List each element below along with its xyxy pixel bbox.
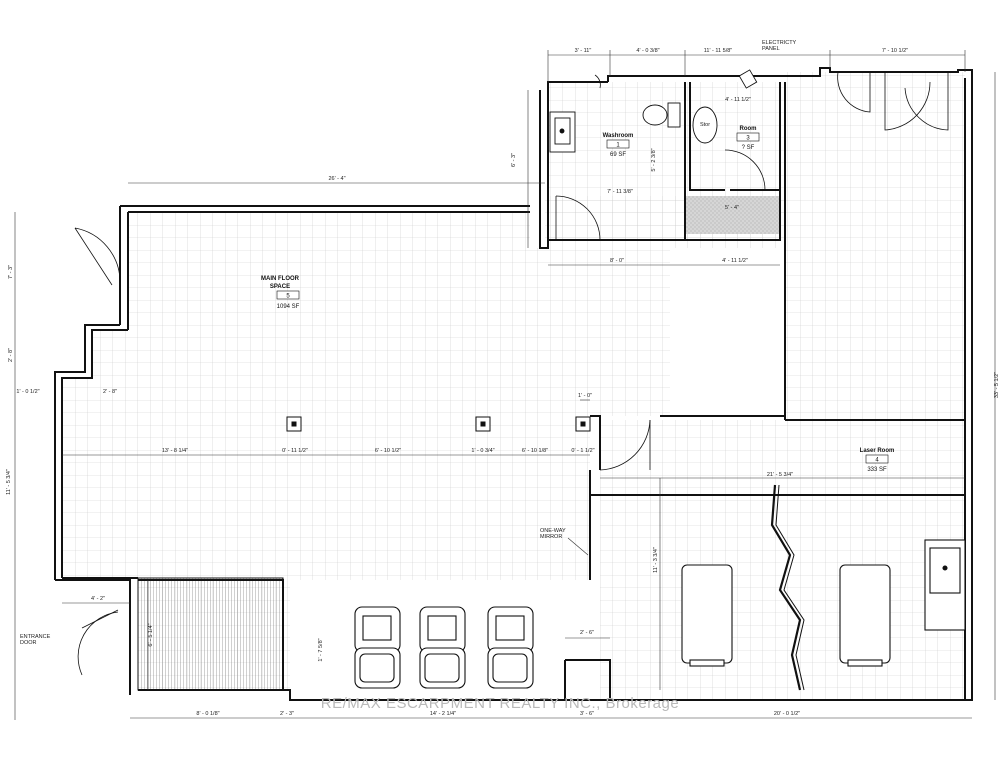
dim-laser-width: 21' - 5 3/4" — [767, 472, 793, 478]
room-name: Room — [740, 126, 757, 132]
dim-wash-inner-4: 5' - 4" — [725, 205, 739, 211]
dim-col-top: 1' - 0" — [578, 393, 592, 399]
dim-wash-inner-3: 7' - 11 3/8" — [607, 189, 633, 195]
dim-col-6: 0' - 1 1/2" — [571, 448, 594, 454]
main-floor-area — [62, 72, 965, 700]
dimension-lines — [14, 50, 996, 720]
dim-bot-3: 14' - 2 1/4" — [430, 711, 456, 717]
dim-small-2: 2' - 6" — [580, 630, 594, 636]
dim-left-tall: 11' - 5 3/4" — [6, 469, 12, 495]
room-label-washroom: Washroom 1 69 SF — [603, 133, 634, 158]
room-label-laser: Laser Room 4 333 SF — [860, 448, 895, 473]
dim-col-2: 0' - 11 1/2" — [282, 448, 308, 454]
dim-entry-w: 4' - 2" — [91, 596, 105, 602]
room-area: ? SF — [742, 145, 755, 151]
dim-wash-bottom-1: 8' - 0" — [610, 258, 624, 264]
dim-col-5: 6' - 10 1/8" — [522, 448, 548, 454]
dim-wash-inner-2: 5' - 2 3/8" — [651, 148, 657, 171]
dim-left-2: 2' - 8" — [8, 348, 14, 362]
entrance-door-label-2: DOOR — [20, 640, 37, 646]
dim-bot-5: 20' - 0 1/2" — [774, 711, 800, 717]
dim-top-3: 11' - 11 5/8" — [704, 48, 733, 54]
washroom-number: 1 — [616, 143, 620, 149]
dim-small-1: 1' - 7 5/8" — [318, 638, 324, 661]
dim-laser-height: 11' - 3 3/4" — [653, 547, 659, 573]
entrance-door-label-1: ENTRANCE — [20, 634, 51, 640]
washroom-area: 69 SF — [610, 152, 626, 158]
dim-col-1: 13' - 8 1/4" — [162, 448, 188, 454]
dim-main-width: 26' - 4" — [328, 176, 345, 182]
electricity-panel-label-1: ELECTRICTY — [762, 40, 797, 46]
dim-col-4: 1' - 0 3/4" — [471, 448, 494, 454]
main-room-area: 1094 SF — [277, 304, 300, 310]
dim-bot-1: 8' - 0 1/8" — [196, 711, 219, 717]
electricity-panel-label-2: PANEL — [762, 46, 780, 52]
dim-wash-bottom-2: 4' - 11 1/2" — [722, 258, 748, 264]
main-room-number: 5 — [286, 294, 290, 300]
dim-top-2: 4' - 0 3/8" — [636, 48, 659, 54]
dim-left-1: 7' - 3" — [8, 265, 14, 279]
columns — [286, 416, 591, 432]
dim-left-3: 1' - 0 1/2" — [16, 389, 39, 395]
laser-number: 4 — [875, 458, 879, 464]
laser-area: 333 SF — [867, 467, 887, 473]
washroom-name: Washroom — [603, 133, 634, 139]
salon-chairs — [354, 606, 534, 689]
main-room-name-1: MAIN FLOOR — [261, 276, 300, 282]
dim-bot-4: 3' - 6" — [580, 711, 594, 717]
chair-1 — [354, 606, 401, 689]
dim-left-4: 2' - 8" — [103, 389, 117, 395]
doors — [74, 71, 949, 676]
dim-wash-height: 6' - 3" — [511, 153, 517, 167]
chair-2 — [419, 606, 466, 689]
room-partial: Stor — [700, 122, 710, 128]
room-label-main: MAIN FLOOR SPACE 5 1094 SF — [261, 276, 300, 310]
dim-right-tall: 33' - 5 1/2" — [994, 372, 1000, 398]
room-label-room: Room 3 ? SF Stor — [700, 122, 760, 151]
laser-name: Laser Room — [860, 448, 895, 454]
one-way-mirror-label-1: ONE-WAY — [540, 528, 566, 534]
dim-bot-2: 2' - 3" — [280, 711, 294, 717]
dim-col-3: 6' - 10 1/2" — [375, 448, 401, 454]
dim-top-4: 7' - 10 1/2" — [882, 48, 908, 54]
watermark: RE/MAX ESCARPMENT REALTY INC., Brokerage — [321, 695, 679, 712]
dim-entry-h: 6' - 5 1/4" — [148, 623, 154, 646]
dimension-texts: 3' - 11" 4' - 0 3/8" 11' - 11 5/8" 7' - … — [6, 48, 1000, 717]
chair-3 — [487, 606, 534, 689]
one-way-mirror-label-2: MIRROR — [540, 534, 562, 540]
entry-hatch — [137, 577, 284, 691]
main-room-name-2: SPACE — [270, 284, 290, 290]
dim-wash-inner-1: 4' - 11 1/2" — [725, 97, 751, 103]
room-number: 3 — [746, 136, 750, 142]
dim-top-1: 3' - 11" — [575, 48, 592, 54]
washroom-fixtures — [549, 69, 758, 153]
laser-fixtures — [681, 484, 966, 691]
